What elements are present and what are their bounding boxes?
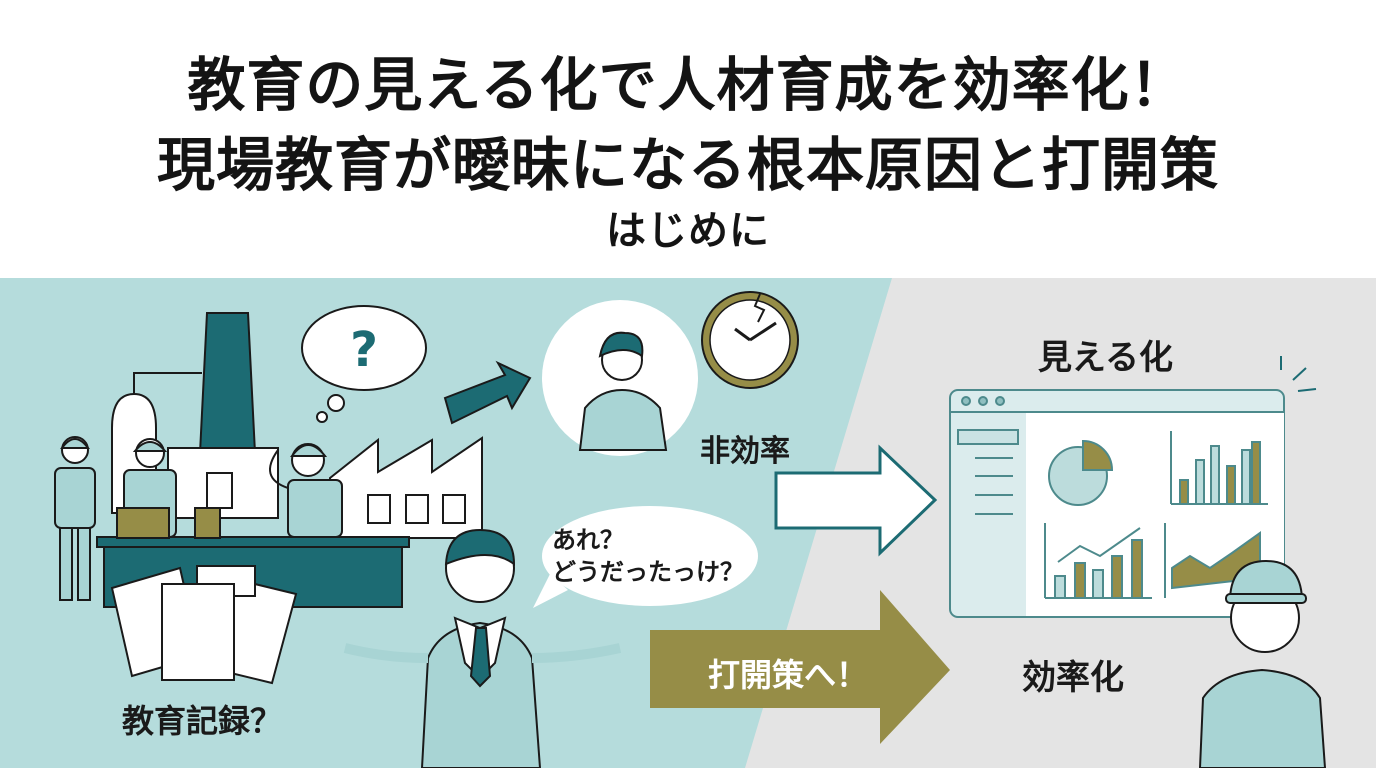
- solution-arrow: [650, 590, 950, 744]
- question-mark-icon: ?: [350, 322, 378, 378]
- worker-scratching-head-icon: [269, 443, 343, 538]
- visualization-label: 見える化: [1038, 338, 1173, 378]
- broken-clock-icon: [701, 291, 799, 389]
- speech-bubble: [533, 506, 758, 608]
- efficiency-label: 効率化: [1022, 658, 1124, 698]
- subtitle: はじめに: [606, 208, 770, 254]
- thought-bubble: [301, 305, 427, 423]
- education-records-label: 教育記録？: [122, 702, 283, 740]
- happy-worker-icon: [1198, 559, 1327, 768]
- speech-line-1: あれ？: [552, 526, 624, 554]
- worker-desk-icon: [116, 438, 233, 539]
- title-line-1: 教育の見える化で人材育成を効率化！: [187, 51, 1189, 119]
- education-records-icon: [110, 565, 298, 685]
- title-line-2: 現場教育が曖昧になる根本原因と打開策: [156, 131, 1219, 199]
- transition-arrow-icon: [774, 444, 938, 557]
- worried-worker-icon: [578, 331, 668, 451]
- inefficiency-label: 非効率: [700, 434, 790, 469]
- speech-line-2: どうだったっけ？: [552, 558, 744, 586]
- worker-confused-icon: [54, 436, 96, 601]
- solution-arrow-label: 打開策へ！: [708, 656, 869, 694]
- header: 教育の見える化で人材育成を効率化！ 現場教育が曖昧になる根本原因と打開策 はじめ…: [0, 0, 1376, 278]
- scene-illustration: ?: [0, 278, 1376, 768]
- trend-arrow-icon: [443, 360, 532, 425]
- illustration-scene: ?: [0, 278, 1376, 768]
- shrugging-worker-icon: [343, 528, 622, 768]
- sparkle-icon: [1280, 356, 1317, 392]
